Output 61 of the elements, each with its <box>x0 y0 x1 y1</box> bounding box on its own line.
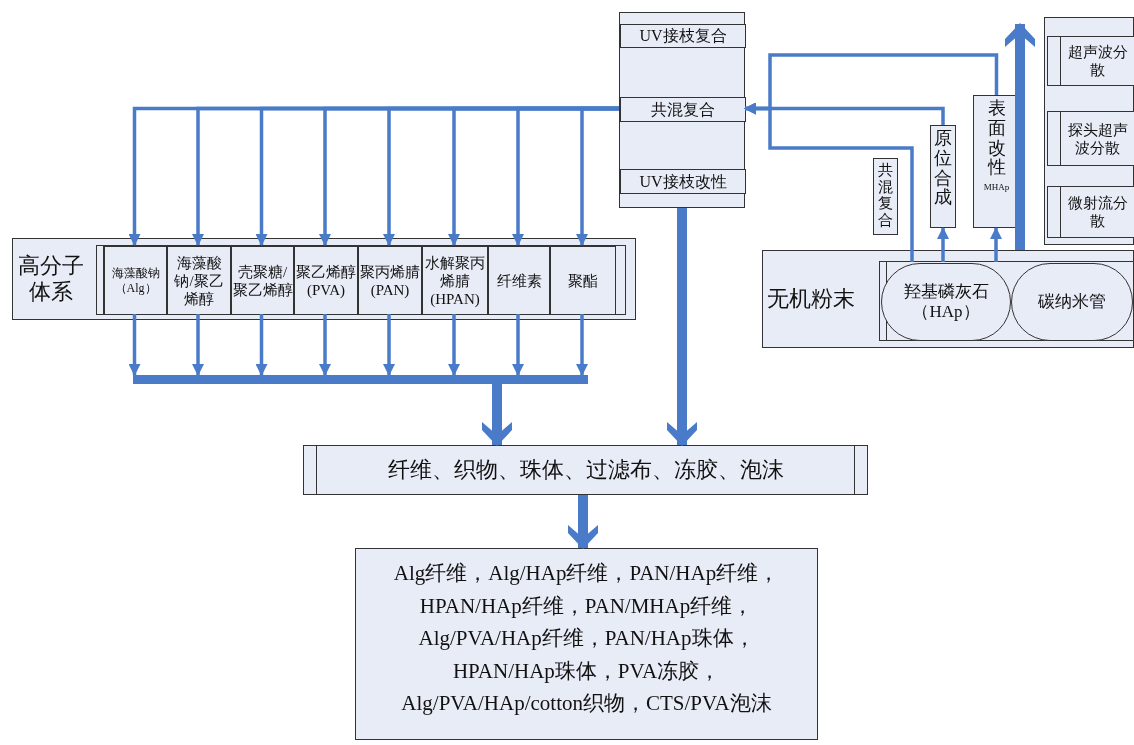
collector-bar <box>133 375 588 384</box>
arrow <box>319 314 331 376</box>
node-label: 无机粉末 <box>767 285 855 313</box>
node-label: 共混复合 <box>651 99 715 120</box>
result-box <box>355 548 818 740</box>
method-item <box>1047 36 1134 86</box>
material-cell <box>104 246 167 315</box>
node-label: 纤维素 <box>496 271 542 290</box>
method-band <box>620 24 746 48</box>
node-label: 纤维、织物、珠体、过滤布、冻胶、泡沫 <box>387 456 784 484</box>
node-label: UV接枝复合 <box>639 26 727 46</box>
material-cell <box>167 246 231 315</box>
arrow <box>990 227 1002 262</box>
node-sublabel: MHAp <box>983 182 1010 193</box>
method-box <box>873 158 898 235</box>
arrow <box>937 227 949 262</box>
node-label: 共混复合 <box>878 162 893 228</box>
material-cell <box>488 246 550 315</box>
method-band <box>620 169 746 194</box>
material-cell <box>358 246 422 315</box>
material-cell <box>231 246 294 315</box>
node-label: 聚丙烯腈(PAN) <box>359 262 421 299</box>
node-label: 微射流分散 <box>1066 194 1129 230</box>
arrow <box>383 314 395 376</box>
arrow <box>128 314 141 376</box>
group-panel <box>12 238 636 320</box>
node-label: 海藻酸钠/聚乙烯醇 <box>173 253 225 308</box>
material-pill <box>881 263 1011 341</box>
arrow <box>744 53 999 115</box>
material-pill <box>1011 263 1133 341</box>
arrow <box>576 314 588 376</box>
node-label: 壳聚糖/聚乙烯醇 <box>232 262 293 299</box>
method-column <box>619 12 745 208</box>
node-label: 探头超声波分散 <box>1066 120 1129 157</box>
node-label: 表面改性 <box>987 99 1006 179</box>
node-label: 高分子体系 <box>17 252 86 306</box>
node-label: 原位合成 <box>934 129 952 209</box>
material-cell <box>294 246 358 315</box>
method-column <box>1044 17 1134 245</box>
material-cell <box>550 246 616 315</box>
node-label: UV接枝改性 <box>639 171 727 192</box>
node-label: 聚酯 <box>568 271 598 290</box>
method-band <box>620 97 746 122</box>
product-box <box>303 445 868 495</box>
method-item <box>1047 111 1134 166</box>
group-panel <box>762 250 1134 348</box>
arrow <box>448 314 460 376</box>
node-label: 水解聚丙烯腈(HPAN) <box>424 253 486 308</box>
node-label: 海藻酸钠（Alg） <box>110 266 161 295</box>
node-label: 聚乙烯醇(PVA) <box>295 262 357 299</box>
method-item <box>1047 186 1134 238</box>
material-cell <box>422 246 488 315</box>
node-label: 羟基磷灰石（HAp） <box>902 281 990 323</box>
node-label: 碳纳米管 <box>1038 291 1106 313</box>
arrow <box>255 314 268 376</box>
arrow <box>576 106 619 246</box>
node-label: 超声波分散 <box>1066 43 1129 79</box>
node-label: Alg纤维，Alg/HAp纤维，PAN/HAp纤维，HPAN/HAp纤维，PAN/MHAp纤维，Alg/PVA/HAp纤维，PAN/HAp珠体，HPAN/HAp珠体，PVA冻胶，Alg/PVA/HAp/cotton织物，CTS/PVA泡沫 <box>392 560 781 718</box>
method-box <box>930 125 956 228</box>
arrow <box>192 314 204 376</box>
arrow <box>512 314 524 376</box>
